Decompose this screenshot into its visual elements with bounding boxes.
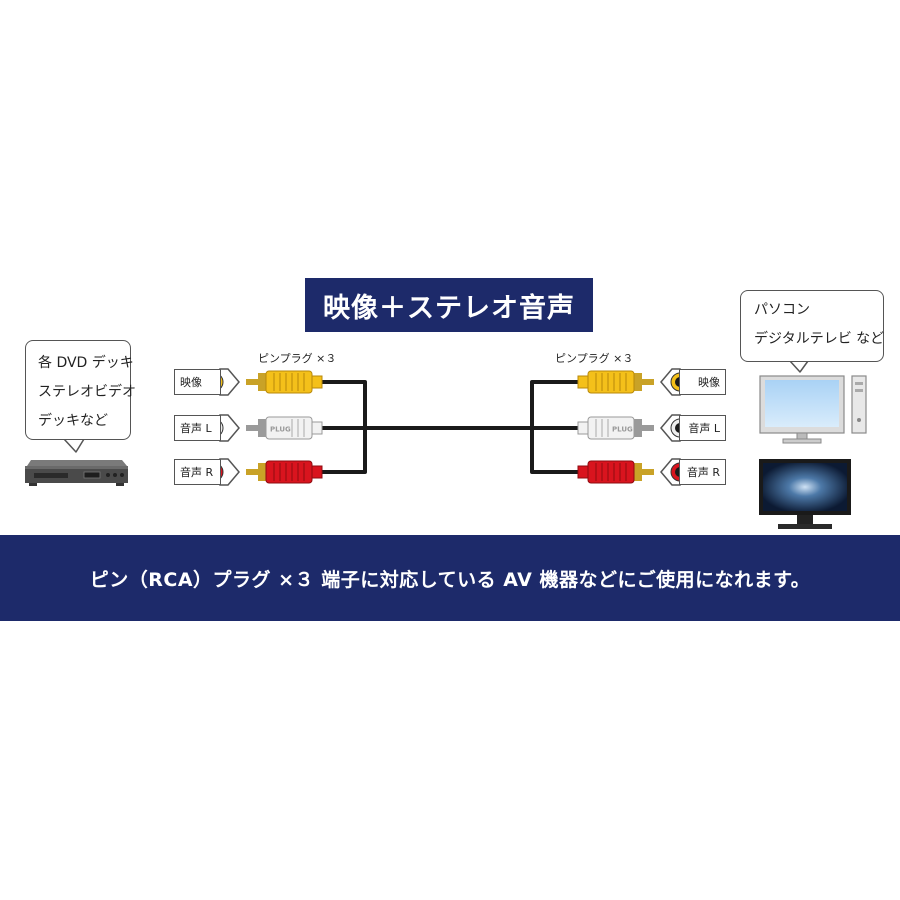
- callout-line: デジタルテレビ など: [754, 331, 885, 347]
- plug-brand-text: PLUG: [270, 426, 291, 434]
- plug-brand-text: PLUG: [612, 426, 633, 434]
- bubble-tail-right: [789, 360, 809, 373]
- diagram-title: 映像＋ステレオ音声: [305, 278, 593, 332]
- jack-label-audio-l-right: 音声 L: [679, 415, 726, 441]
- jack-label-audio-r-right: 音声 R: [679, 459, 726, 485]
- plug-audio-l-left: PLUG: [246, 416, 323, 440]
- dvd-player-icon: [25, 460, 128, 486]
- compatibility-banner: ピン（RCA）プラグ ×３ 端子に対応している AV 機器などにご使用になれます…: [0, 535, 900, 621]
- cable: [318, 380, 582, 474]
- plug-audio-r-left: [246, 460, 323, 484]
- jack-label-audio-r-left: 音声 R: [174, 459, 221, 485]
- plug-video-right: [577, 370, 654, 394]
- callout-line: デッキなど: [38, 413, 108, 429]
- jack-label-video-left: 映像: [174, 369, 221, 395]
- jack-label-video-right: 映像: [679, 369, 726, 395]
- plug-count-label-left: ピンプラグ ×３: [258, 352, 337, 365]
- plug-audio-r-right: [577, 460, 654, 484]
- target-device-callout: パソコン デジタルテレビ など: [740, 290, 884, 362]
- plug-count-label-right: ピンプラグ ×３: [555, 352, 634, 365]
- callout-line: 各 DVD デッキ: [38, 355, 134, 371]
- source-device-callout: 各 DVD デッキ ステレオビデオ デッキなど: [25, 340, 136, 440]
- callout-line: パソコン: [754, 302, 810, 318]
- bubble-tail-left: [63, 438, 85, 453]
- diagram-title-text: 映像＋ステレオ音声: [323, 292, 575, 324]
- jack-label-audio-l-left: 音声 L: [174, 415, 221, 441]
- callout-line: ステレオビデオ: [38, 384, 136, 400]
- desktop-pc-icon: [759, 375, 867, 444]
- compatibility-text: ピン（RCA）プラグ ×３ 端子に対応している AV 機器などにご使用になれます…: [89, 568, 811, 591]
- plug-audio-l-right: PLUG: [577, 416, 654, 440]
- tv-icon: [759, 459, 851, 529]
- plug-video-left: [246, 370, 323, 394]
